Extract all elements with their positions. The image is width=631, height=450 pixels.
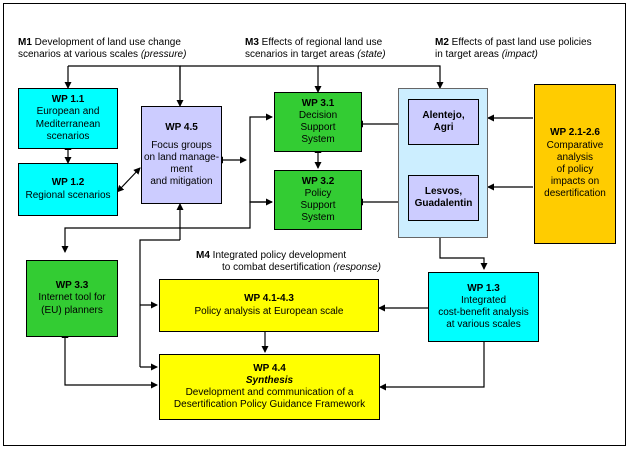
wp-1-3-title: WP 1.3	[467, 282, 500, 294]
lesvos-title-2: Guadalentin	[414, 198, 473, 209]
label-m3-code: M3	[245, 37, 259, 48]
wp-1-2-line: Regional scenarios	[25, 189, 111, 201]
wp-3-3-line: (EU) planners	[41, 304, 103, 316]
label-m3-em: (state)	[357, 49, 386, 60]
label-m3-line1: Effects of regional land use	[258, 37, 383, 48]
box-wp-2-1: WP 2.1-2.6 Comparative analysis of polic…	[534, 84, 616, 244]
wp-1-3-line: cost-benefit analysis	[438, 307, 529, 318]
left-spine	[139, 239, 180, 367]
wp-1-1-line: scenarios	[46, 130, 90, 142]
wp-1-3-line: at various scales	[446, 319, 521, 331]
top-bus-line	[68, 65, 181, 80]
box-wp-4-5: WP 4.5 Focus groups on land manage- ment…	[141, 106, 222, 204]
arrow-bus-to-wp31	[180, 65, 322, 93]
label-m2-em: (impact)	[501, 49, 538, 60]
wp-4-5-line: Focus groups	[151, 139, 212, 151]
lesvos-title: Lesvos,	[424, 185, 463, 197]
wp-4-1-line: Policy analysis at European scale	[194, 305, 344, 317]
wp-3-1-title: WP 3.1	[301, 97, 335, 109]
arrow-wp12-wp45	[116, 167, 141, 193]
label-m1-em: (pressure)	[140, 49, 187, 60]
wp-3-3-title: WP 3.3	[55, 280, 89, 292]
wp-4-5-line: on land manage-	[143, 151, 220, 163]
wp-3-2-line: Policy	[304, 187, 332, 199]
box-wp-3-1: WP 3.1 Decision Support System	[274, 92, 362, 152]
line-wp32-wp33	[61, 201, 272, 253]
label-m4-code: M4	[196, 250, 210, 261]
wp-3-1-line: Support	[300, 122, 336, 133]
arrow-wp13-wp44	[379, 342, 485, 391]
wp-1-3-line: Integrated	[460, 294, 507, 306]
wp-4-5-title: WP 4.5	[165, 121, 198, 133]
wp-3-1-line: System	[301, 134, 335, 146]
wp-4-5-line: ment	[170, 164, 193, 176]
wp-4-1-title: WP 4.1-4.3	[244, 293, 294, 305]
label-m3-line2: scenarios in target areas	[245, 49, 358, 60]
wp-4-4-title: WP 4.4	[253, 362, 286, 374]
label-m4-line1: Integrated policy development	[209, 250, 347, 261]
box-wp-1-1: WP 1.1 European and Mediterranean scenar…	[18, 88, 118, 149]
label-m3: M3 Effects of regional land use scenario…	[245, 37, 386, 61]
wp-1-1-title: WP 1.1	[51, 94, 85, 106]
wp-1-1-line: European and	[36, 106, 100, 118]
wp-4-4-line: Development and communication of a	[185, 387, 354, 398]
wp-1-2-title: WP 1.2	[51, 177, 85, 189]
wp-2-1-line: analysis	[556, 151, 594, 163]
box-alentejo: Alentejo, Agri	[408, 99, 479, 145]
label-m1-line2: scenarios at various scales	[18, 49, 141, 60]
wp-2-1-title: WP 2.1-2.6	[550, 127, 600, 139]
label-m4-em: (response)	[333, 262, 381, 273]
wp-2-1-line: impacts on	[550, 176, 600, 188]
wp-3-2-line: System	[301, 212, 335, 224]
arrow-hub-wp32	[249, 160, 273, 206]
wp-4-4-subtitle: Synthesis	[245, 374, 294, 386]
box-wp-4-1: WP 4.1-4.3 Policy analysis at European s…	[159, 279, 379, 332]
wp-2-1-line: Comparative	[546, 139, 604, 151]
box-wp-1-3: WP 1.3 Integrated cost-benefit analysis …	[428, 272, 539, 342]
alentejo-title: Alentejo,	[422, 109, 465, 121]
label-m1-code: M1	[18, 37, 32, 48]
box-wp-4-4: WP 4.4 Synthesis Development and communi…	[159, 354, 380, 420]
wp-3-1-line: Decision	[298, 109, 338, 121]
wp-1-1-line: Mediterranean	[35, 118, 101, 130]
label-m4-line2: to combat desertification	[222, 262, 334, 273]
label-m2: M2 Effects of past land use policies in …	[435, 37, 592, 61]
box-lesvos: Lesvos, Guadalentin	[408, 175, 479, 221]
label-m2-line2: in target areas	[435, 49, 502, 60]
label-m1: M1 Development of land use change scenar…	[18, 37, 186, 61]
diagram-frame	[3, 3, 626, 446]
wp-4-4-line: Desertification Policy Guidance Framewor…	[173, 399, 366, 411]
wp-2-1-line: of policy	[556, 164, 594, 175]
box-wp-1-2: WP 1.2 Regional scenarios	[18, 163, 118, 216]
wp-3-2-title: WP 3.2	[301, 175, 335, 187]
label-m2-code: M2	[435, 37, 449, 48]
box-wp-3-2: WP 3.2 Policy Support System	[274, 170, 362, 230]
wp-2-1-line: desertification	[544, 188, 606, 200]
arrow-hub-wp31	[249, 113, 273, 160]
wp-3-2-line: Support	[300, 200, 336, 211]
label-m1-line1: Development of land use change	[31, 37, 181, 48]
arrow-bus-to-target	[318, 65, 444, 89]
arrow-target-wp13	[439, 238, 488, 270]
box-wp-3-3: WP 3.3 Internet tool for (EU) planners	[26, 260, 118, 337]
label-m2-line1: Effects of past land use policies	[448, 37, 592, 48]
alentejo-title-2: Agri	[433, 122, 454, 133]
wp-3-3-line: Internet tool for	[38, 292, 106, 304]
arrow-wp33-wp44	[61, 331, 158, 389]
wp-4-5-line: and mitigation	[150, 176, 213, 188]
label-m4: M4 Integrated policy development to comb…	[196, 250, 381, 274]
